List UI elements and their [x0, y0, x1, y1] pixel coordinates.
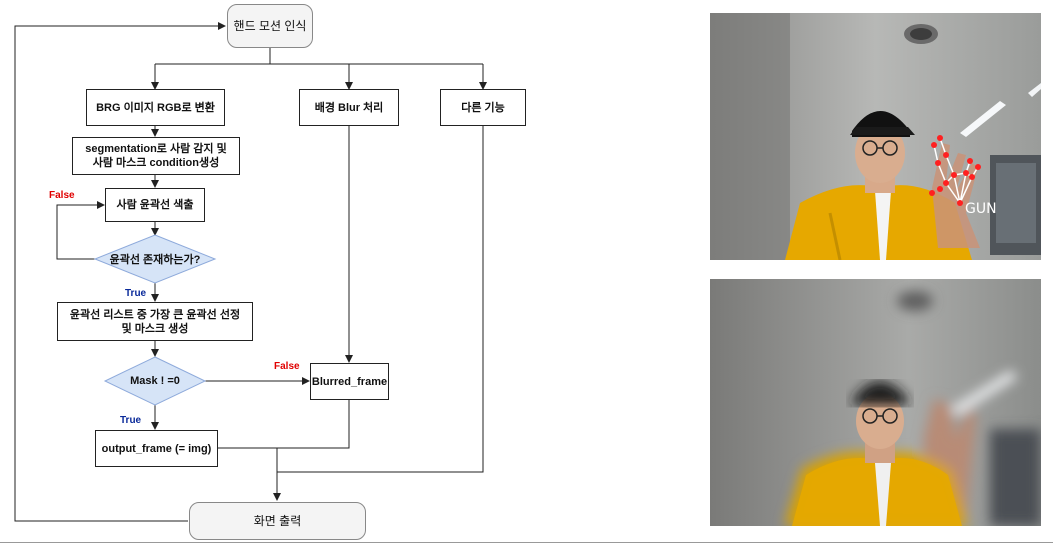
hand-recognition-scene: [710, 13, 1041, 260]
select-contour-line-1: 윤곽선 리스트 중 가장 큰 윤곽선 선정: [69, 308, 241, 321]
other-function-node: 다른 기능: [440, 89, 526, 126]
extract-contour-node: 사람 윤곽선 색출: [105, 188, 205, 222]
decision-mask-label: Mask ! =0: [130, 375, 180, 387]
end-node: 화면 출력: [189, 502, 366, 540]
segmentation-line-2: 사람 마스크 condition생성: [92, 157, 220, 169]
blurred-frame-node: Blurred_frame: [310, 363, 389, 400]
start-node: 핸드 모션 인식: [227, 4, 313, 48]
false-label-mask: False: [274, 361, 300, 372]
decision-exists-label: 윤곽선 존재하는가?: [109, 254, 201, 266]
segmentation-node: segmentation로 사람 감지 및 사람 마스크 condition생성: [72, 137, 240, 175]
select-contour-line-2: 및 마스크 생성: [121, 322, 189, 335]
select-contour-node: 윤곽선 리스트 중 가장 큰 윤곽선 선정 및 마스크 생성: [57, 302, 253, 341]
gesture-label: GUN: [965, 201, 997, 217]
output-frame-node: output_frame (= img): [95, 430, 218, 467]
decision-exists-shape: [93, 234, 217, 284]
background-blur-node: 배경 Blur 처리: [299, 89, 399, 126]
blurred-background-scene: [710, 279, 1041, 526]
bottom-divider: [0, 542, 1053, 543]
true-label-exists: True: [125, 288, 147, 299]
segmentation-line-1: segmentation로 사람 감지 및: [85, 143, 227, 155]
blurred-background-photo: [710, 279, 1041, 526]
true-label-mask: True: [120, 415, 142, 426]
brg-convert-node: BRG 이미지 RGB로 변환: [86, 89, 225, 126]
false-label-exists: False: [49, 190, 75, 201]
decision-mask-shape: [103, 356, 207, 406]
hand-recognition-photo: GUN: [710, 13, 1041, 260]
flowchart-connectors: [14, 22, 487, 522]
